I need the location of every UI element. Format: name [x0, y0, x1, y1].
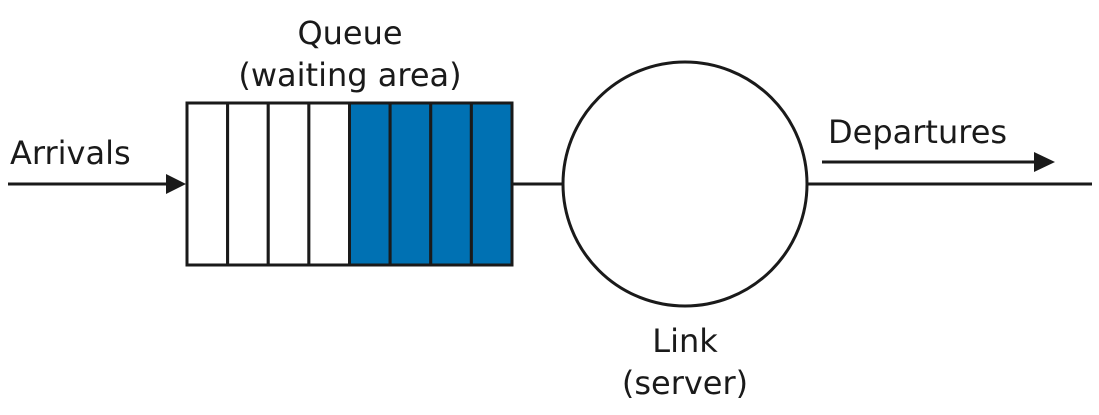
- queue-slot-empty: [185, 101, 230, 267]
- queue-slot-empty: [226, 101, 270, 267]
- arrivals-label: Arrivals: [10, 134, 131, 172]
- queue-slot-filled: [348, 101, 392, 267]
- queue-slot-filled: [429, 101, 473, 267]
- queue-slot-filled: [469, 101, 514, 267]
- queue-slot-empty: [266, 101, 311, 267]
- departures-arrowhead: [1034, 152, 1055, 172]
- link-title: Link: [652, 322, 718, 360]
- link-subtitle: (server): [621, 364, 749, 402]
- link-server-circle: [561, 60, 809, 308]
- queue-subtitle: (waiting area): [238, 56, 462, 94]
- departures-label: Departures: [828, 113, 1008, 151]
- queue-title: Queue: [297, 14, 403, 52]
- arrivals-arrowhead: [166, 174, 186, 194]
- queue-buffer: [185, 101, 514, 267]
- queue-slot-empty: [307, 101, 351, 267]
- queue-slot-filled: [388, 101, 433, 267]
